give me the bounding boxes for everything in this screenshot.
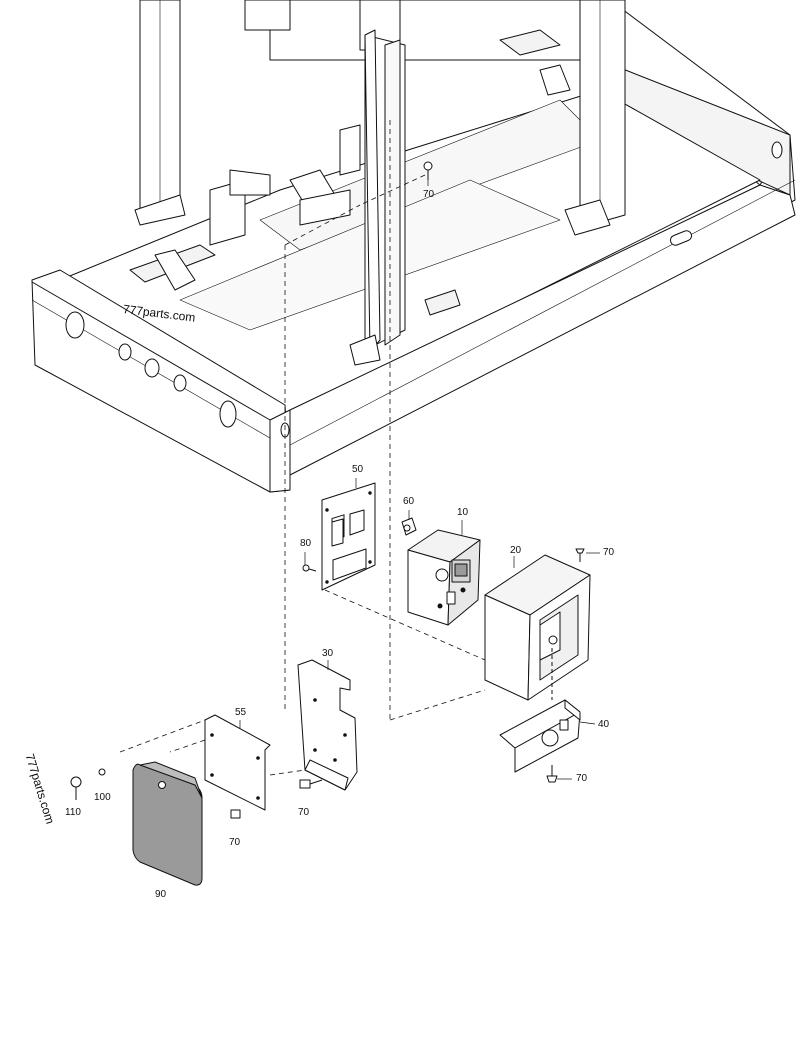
callout-70-frame: 70: [423, 189, 435, 200]
part-20-enclosure: [484, 554, 591, 701]
part-100-washer: [98, 768, 106, 776]
machine-frame: [31, 0, 796, 720]
part-55-plate: [204, 714, 271, 811]
bolt-70-plate55: [230, 809, 241, 819]
part-60-fitting: [401, 517, 417, 536]
part-10-controller: [407, 529, 481, 626]
callout-70-bracket: 70: [576, 773, 588, 784]
callout-55: 55: [235, 707, 247, 718]
part-30-plate: [297, 659, 358, 791]
callout-10: 10: [457, 507, 469, 518]
bolt-70-bracket: [546, 765, 558, 783]
callout-70-plate55: 70: [229, 837, 241, 848]
callout-70-box: 70: [603, 547, 615, 558]
part-80-screw: [302, 564, 317, 572]
callout-40: 40: [598, 719, 610, 730]
part-110-knob: [70, 776, 82, 800]
bolt-70-box: [575, 548, 585, 562]
part-90-cover: [132, 761, 203, 886]
callout-100: 100: [94, 792, 111, 803]
part-40-bracket: [499, 699, 581, 773]
callout-90: 90: [155, 889, 167, 900]
callout-110: 110: [65, 807, 81, 818]
callout-30: 30: [322, 648, 334, 659]
callout-60: 60: [403, 496, 415, 507]
bolt-70-plate30: [299, 779, 323, 789]
part-50-plate: [321, 482, 376, 591]
callout-80: 80: [300, 538, 312, 549]
callout-70-plate30: 70: [298, 807, 310, 818]
callout-20: 20: [510, 545, 522, 556]
callout-50: 50: [352, 464, 364, 475]
bolt-70-frame: [423, 161, 433, 180]
